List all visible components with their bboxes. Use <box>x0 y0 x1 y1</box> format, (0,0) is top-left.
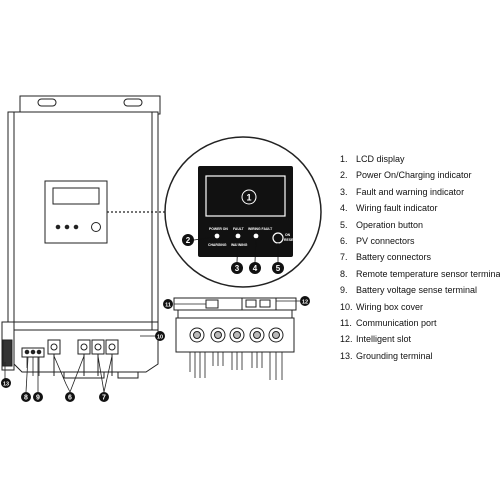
legend-item: 4.Wiring fault indicator <box>340 203 438 214</box>
legend-item: 1.LCD display <box>340 154 405 164</box>
legend-item: 13.Grounding terminal <box>340 350 433 361</box>
legend-item: 11.Communication port <box>340 317 437 328</box>
fault-label: FAULT <box>233 227 245 231</box>
callout-3: 3 <box>231 237 243 274</box>
grounding-bracket <box>2 339 13 367</box>
callout-7: 7 <box>99 392 109 402</box>
wiring-fault-label: WIRING FAULT <box>248 227 273 231</box>
legend-item: 7.Battery connectors <box>340 252 432 263</box>
communication-port <box>205 299 219 309</box>
callout-12: 12 <box>300 296 310 306</box>
svg-text:12: 12 <box>302 300 308 306</box>
callouts: 1 2 3 4 5 6 7 <box>1 189 310 402</box>
top-bracket-slot-left <box>37 98 57 107</box>
wiring-fault-led <box>253 233 259 239</box>
legend-item: 12.Intelligent slot <box>340 334 412 345</box>
callout-leaders-bottom <box>4 335 156 393</box>
callout-8: 8 <box>21 392 31 402</box>
component-legend: 1.LCD display 2.Power On/Charging indica… <box>340 151 500 364</box>
power-on-label: POWER ON <box>209 227 228 231</box>
wiring-box <box>1 321 159 379</box>
device-front-view <box>7 95 161 335</box>
legend-item: 5.Operation button <box>340 219 424 230</box>
warning-label: WARNING <box>231 243 248 247</box>
svg-text:10: 10 <box>157 335 163 341</box>
svg-text:1: 1 <box>246 193 251 203</box>
power-led <box>214 233 220 239</box>
callout-6: 6 <box>65 392 75 402</box>
callout-13: 13 <box>1 378 11 388</box>
legend-item: 8.Remote temperature sensor terminal <box>340 268 500 279</box>
callout-10: 10 <box>155 331 165 341</box>
legend-item: 2.Power On/Charging indicator <box>340 170 472 181</box>
svg-text:13: 13 <box>3 382 9 388</box>
legend-item: 10.Wiring box cover <box>340 301 424 312</box>
front-lcd-screen <box>52 187 100 205</box>
fault-led <box>235 233 241 239</box>
svg-text:6: 6 <box>68 395 72 402</box>
legend-item: 9.Battery voltage sense terminal <box>340 285 478 296</box>
front-button <box>91 222 101 232</box>
svg-text:8: 8 <box>24 395 28 402</box>
callout-5: 5 <box>272 243 284 274</box>
on-label: ON <box>285 233 291 237</box>
operation-button <box>272 232 284 244</box>
zoom-panel: POWER ON CHARGING FAULT WARNING WIRING F… <box>164 136 322 288</box>
svg-text:3: 3 <box>235 264 240 273</box>
callout-11: 11 <box>163 299 173 309</box>
legend-item: 3.Fault and warning indicator <box>340 186 465 197</box>
svg-text:2: 2 <box>186 236 191 245</box>
callout-1: 1 <box>241 189 257 205</box>
svg-text:4: 4 <box>253 264 258 273</box>
terminal-row <box>189 327 284 343</box>
callout-2: 2 <box>182 234 216 246</box>
charging-label: CHARGING <box>208 243 227 247</box>
svg-text:7: 7 <box>102 395 106 402</box>
callout-9: 9 <box>33 392 43 402</box>
bottom-connection-view <box>173 297 300 380</box>
callout-4: 4 <box>249 237 261 274</box>
legend-item: 6.PV connectors <box>340 235 415 246</box>
svg-text:5: 5 <box>276 264 281 273</box>
reset-label: RESET <box>284 238 296 242</box>
housing <box>7 111 159 335</box>
svg-text:11: 11 <box>165 303 171 309</box>
top-bracket-slot-right <box>123 98 143 107</box>
svg-text:9: 9 <box>36 395 40 402</box>
